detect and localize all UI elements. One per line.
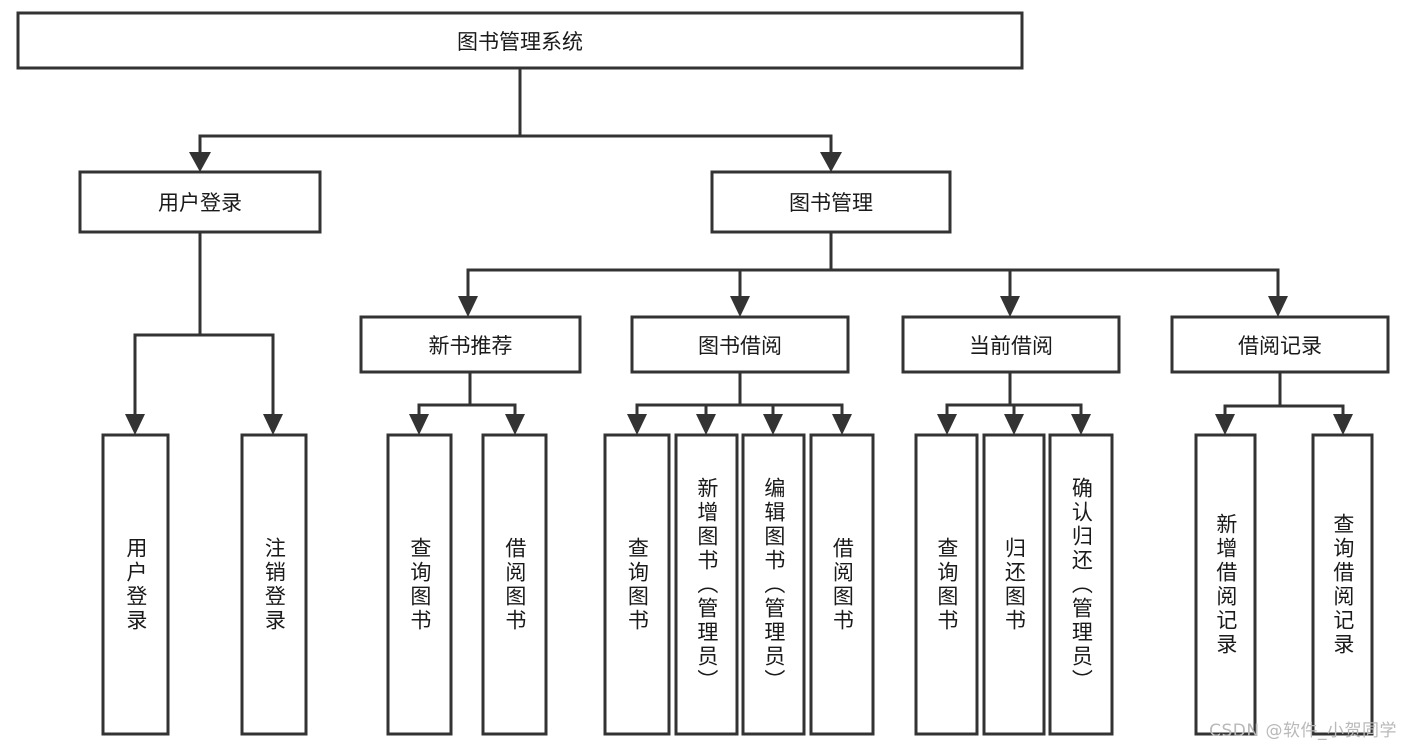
arrowhead-leaf-confirm-return — [1071, 414, 1091, 435]
node-box-new-book-recommend[interactable] — [359, 315, 582, 374]
node-box-leaf-borrow-book-1[interactable] — [481, 433, 548, 736]
node-box-leaf-logout-login[interactable] — [240, 433, 308, 736]
arrowhead-leaf-borrow-book-2 — [832, 414, 852, 435]
arrowhead-book-borrow — [730, 296, 750, 317]
node-box-root[interactable] — [16, 11, 1024, 70]
arrowhead-leaf-user-login — [125, 414, 145, 435]
node-box-leaf-confirm-return[interactable] — [1048, 433, 1114, 736]
watermark-text: CSDN @软件_小贺同学 — [1209, 721, 1397, 741]
node-box-leaf-query-book-3[interactable] — [914, 433, 979, 736]
node-box-leaf-add-record[interactable] — [1194, 433, 1257, 736]
arrowhead-leaf-return-book — [1004, 414, 1024, 435]
node-box-leaf-edit-book[interactable] — [741, 433, 806, 736]
arrowhead-leaf-query-book-3 — [937, 414, 957, 435]
node-box-leaf-query-record[interactable] — [1311, 433, 1374, 736]
arrowhead-leaf-query-book-1 — [409, 414, 429, 435]
arrowhead-current-borrow — [1000, 296, 1020, 317]
node-box-book-borrow[interactable] — [630, 315, 850, 374]
node-box-user-login[interactable] — [78, 170, 322, 234]
arrowhead-leaf-query-record — [1333, 414, 1353, 435]
arrowhead-leaf-add-record — [1215, 414, 1235, 435]
node-box-current-borrow[interactable] — [901, 315, 1121, 374]
arrowhead-leaf-query-book-2 — [627, 414, 647, 435]
arrowhead-user-login — [189, 152, 211, 172]
node-box-leaf-return-book[interactable] — [982, 433, 1046, 736]
node-box-leaf-query-book-2[interactable] — [603, 433, 671, 736]
arrowhead-new-book-recommend — [458, 296, 478, 317]
arrowhead-leaf-edit-book — [763, 414, 783, 435]
arrowhead-leaf-logout-login — [263, 414, 283, 435]
node-box-leaf-user-login[interactable] — [101, 433, 170, 736]
arrowhead-book-manage — [820, 152, 842, 172]
node-box-book-manage[interactable] — [710, 170, 952, 234]
node-box-leaf-borrow-book-2[interactable] — [809, 433, 875, 736]
node-box-leaf-add-book[interactable] — [674, 433, 739, 736]
arrowhead-leaf-add-book — [696, 414, 716, 435]
arrowhead-leaf-borrow-book-1 — [505, 414, 525, 435]
node-box-leaf-query-book-1[interactable] — [386, 433, 453, 736]
arrowhead-borrow-record — [1268, 296, 1288, 317]
node-box-borrow-record[interactable] — [1170, 315, 1390, 374]
